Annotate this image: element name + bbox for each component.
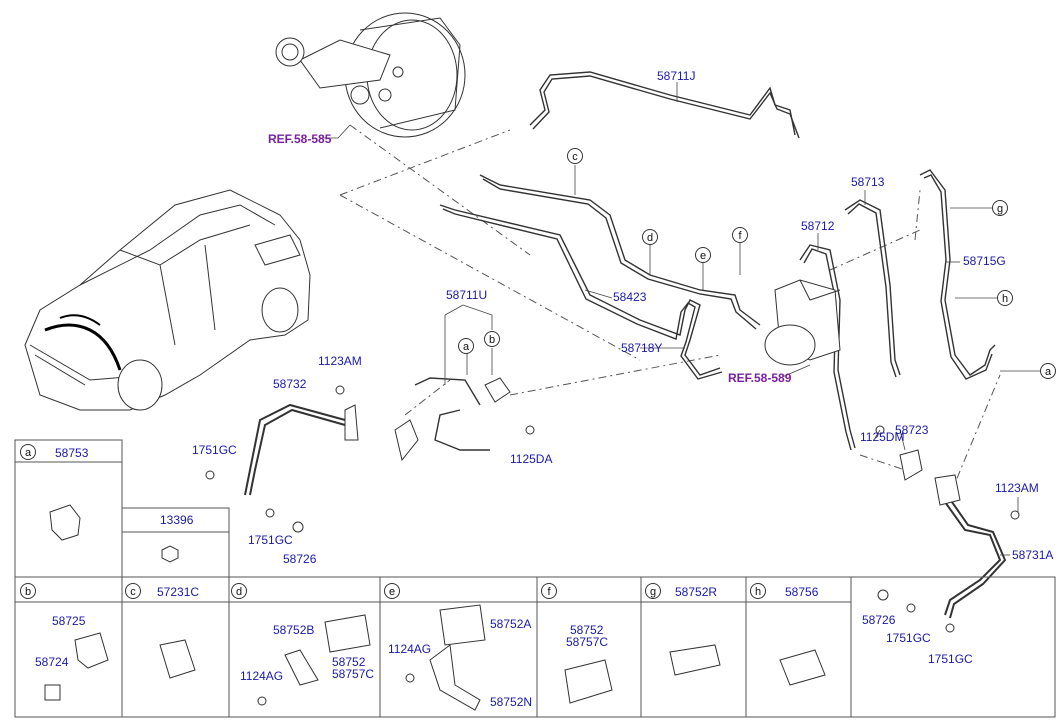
ref-58-589-label[interactable]: REF.58-589 xyxy=(728,371,792,385)
legend-g-part: 58752R xyxy=(675,585,718,599)
vehicle-sketch xyxy=(24,189,311,411)
legend-d-part-1: 58752B xyxy=(273,623,315,637)
part-1125DA-label: 1125DA xyxy=(510,452,553,466)
legend-e-part-3: 58752N xyxy=(490,695,533,709)
part-58723-label: 58723 xyxy=(895,423,929,437)
part-58726-label: 58726 xyxy=(862,613,896,627)
marker-g: g xyxy=(992,200,1008,216)
legend-e-part-2: 58752A xyxy=(490,617,532,631)
brake-hoses xyxy=(244,403,1007,619)
brackets xyxy=(205,377,1020,633)
part-1123AM-label: 1123AM xyxy=(318,354,362,368)
legend-letter-e: e xyxy=(384,583,400,599)
legend-letter-f: f xyxy=(541,583,557,599)
marker-e: e xyxy=(695,247,711,263)
legend-a2-part: 13396 xyxy=(160,513,194,527)
legend-letter-d: d xyxy=(231,583,247,599)
part-1751GC-label: 1751GC xyxy=(248,533,293,547)
part-1125DM-label: 1125DM xyxy=(860,430,905,444)
part-58711J-label: 58711J xyxy=(657,69,696,83)
legend-letter-g: g xyxy=(645,583,661,599)
legend-e-part-1: 1124AG xyxy=(388,642,432,656)
legend-d-part-2: 58752 xyxy=(332,655,366,669)
legend-a-part: 58753 xyxy=(55,446,89,460)
abs-module xyxy=(764,279,841,366)
marker-h: h xyxy=(997,290,1013,306)
part-1123AM-label: 1123AM xyxy=(995,481,1039,495)
marker-b: b xyxy=(484,331,500,347)
legend-d-part-3: 58757C xyxy=(332,667,375,681)
part-1751GC-label: 1751GC xyxy=(886,631,931,645)
part-58718Y-label: 58718Y xyxy=(621,341,663,355)
brake-booster xyxy=(275,12,466,138)
part-58715G-label: 58715G xyxy=(963,254,1006,268)
part-58423-label: 58423 xyxy=(613,290,647,304)
legend-b-part-2: 58724 xyxy=(35,655,69,669)
marker-d: d xyxy=(642,229,658,245)
leader-lines xyxy=(320,82,1040,556)
legend-c-part: 57231C xyxy=(157,585,200,599)
legend-f-part-1: 58752 xyxy=(570,623,604,637)
legend-letter-b: b xyxy=(20,583,36,599)
marker-a: a xyxy=(458,338,474,354)
legend-letter-h: h xyxy=(750,583,766,599)
legend-letter-c: c xyxy=(125,583,141,599)
part-58711U-label: 58711U xyxy=(446,288,488,302)
legend-b-part-1: 58725 xyxy=(52,614,86,628)
legend-h-part: 58756 xyxy=(785,585,819,599)
part-58726-label: 58726 xyxy=(283,552,317,566)
marker-f: f xyxy=(732,227,748,243)
part-58713-label: 58713 xyxy=(851,175,885,189)
part-1751GC-label: 1751GC xyxy=(928,652,973,666)
legend-letter-a: a xyxy=(20,444,36,460)
ref-58-585-label[interactable]: REF.58-585 xyxy=(268,132,332,146)
reference-lines xyxy=(339,124,1001,496)
marker-a: a xyxy=(1040,363,1056,379)
legend-grid xyxy=(14,439,1056,718)
legend-part-sketches xyxy=(44,504,826,711)
part-58712-label: 58712 xyxy=(801,219,835,233)
legend-f-part-2: 58757C xyxy=(566,635,609,649)
part-58731A-label: 58731A xyxy=(1012,548,1054,562)
legend-d-part-4: 1124AG xyxy=(240,669,284,683)
part-1751GC-label: 1751GC xyxy=(192,443,237,457)
part-58732-label: 58732 xyxy=(273,377,307,391)
marker-c: c xyxy=(567,148,583,164)
